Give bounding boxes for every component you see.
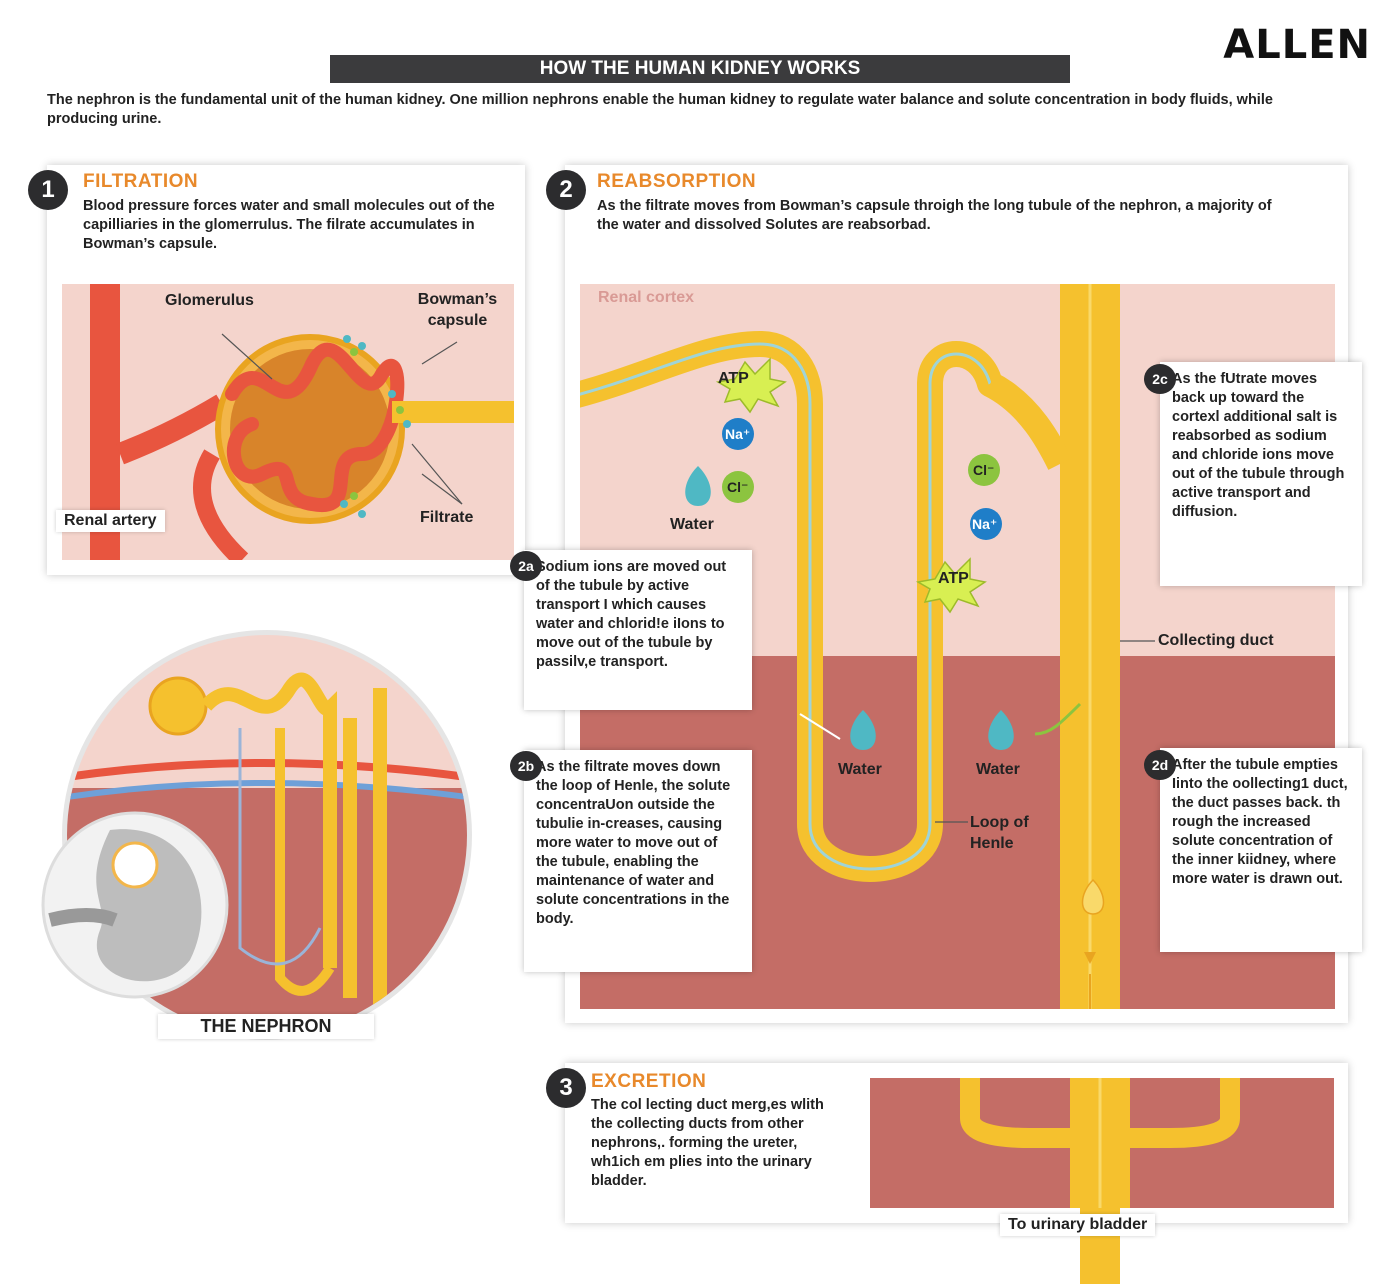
excretion-heading: EXCRETION — [591, 1071, 707, 1092]
tubule-flow-line — [580, 342, 992, 871]
glomerulus-capillaries — [225, 342, 405, 513]
section-number-3: 3 — [546, 1068, 586, 1108]
label-water-1: Water — [670, 516, 714, 533]
brand-logo: ALLEN — [1223, 22, 1371, 68]
callout-2b: As the filtrate moves down the loop of H… — [524, 750, 752, 972]
label-water-2: Water — [838, 761, 882, 778]
filtration-diagram — [62, 284, 514, 560]
callout-2c: As the fUtrate moves back up toward the … — [1160, 362, 1362, 586]
callout-tag-2a: 2a — [510, 551, 542, 581]
cl-ion-lower — [968, 454, 1000, 486]
callout-2d: After the tubule empties Iinto the oolle… — [1160, 748, 1362, 952]
afferent-arteriole — [116, 394, 228, 465]
label-to-urinary-bladder: To urinary bladder — [1000, 1214, 1156, 1236]
filtration-heading: FILTRATION — [83, 171, 199, 192]
label-filtrate: Filtrate — [420, 509, 474, 526]
na-label-upper: Na⁺ — [725, 426, 751, 442]
filtration-text: Blood pressure forces water and small mo… — [83, 198, 495, 252]
label-the-nephron: THE NEPHRON — [158, 1014, 374, 1039]
label-renal-artery: Renal artery — [56, 510, 165, 532]
kidney-cross-section — [41, 811, 229, 999]
callout-2d-text: After the tubule empties Iinto the oolle… — [1172, 757, 1348, 887]
atp-label-lower: ATP — [938, 570, 969, 587]
callout-2c-text: As the fUtrate moves back up toward the … — [1172, 371, 1345, 520]
atp-label-upper: ATP — [718, 370, 749, 387]
distal-tubule-join — [983, 372, 1072, 470]
intro-text: The nephron is the fundamental unit of t… — [47, 92, 1273, 127]
na-label-lower: Na⁺ — [972, 516, 998, 532]
reabsorption-heading: REABSORPTION — [597, 171, 757, 192]
label-collecting-duct: Collecting duct — [1158, 632, 1274, 649]
callout-2a-text: Sodium ions are moved out of the tubule … — [536, 559, 727, 670]
filtrate-particles — [340, 335, 411, 518]
excretion-diagram — [870, 1078, 1334, 1208]
water-drops — [685, 466, 1014, 750]
page-title: HOW THE HUMAN KIDNEY WORKS — [330, 55, 1070, 83]
atp-burst-lower — [915, 557, 987, 614]
label-loop-of-henle: Loop of Henle — [970, 814, 1029, 852]
callout-tag-2d: 2d — [1144, 750, 1176, 780]
callout-2a: Sodium ions are moved out of the tubule … — [524, 550, 752, 710]
atp-burst-upper — [715, 357, 787, 414]
na-ion-lower — [970, 508, 1002, 540]
section-number-2: 2 — [546, 170, 586, 210]
cl-label-upper: Cl⁻ — [727, 479, 749, 495]
reabsorption-text: As the filtrate moves from Bowman’s caps… — [597, 198, 1272, 233]
callout-tag-2b: 2b — [510, 751, 542, 781]
label-glomerulus: Glomerulus — [165, 292, 254, 309]
callout-2b-text: As the filtrate moves down the loop of H… — [536, 759, 731, 927]
efferent-arteriole — [193, 449, 249, 560]
cl-ion-upper — [722, 471, 754, 503]
label-renal-cortex: Renal cortex — [598, 289, 695, 306]
label-water-3: Water — [976, 761, 1020, 778]
callout-tag-2c: 2c — [1144, 364, 1176, 394]
section-number-1: 1 — [28, 170, 68, 210]
na-ion-upper — [722, 418, 754, 450]
excretion-text: The col lecting duct merg,es wlith the c… — [591, 1097, 824, 1189]
cl-label-lower: Cl⁻ — [973, 462, 995, 478]
label-bowmans-capsule: Bowman’s capsule — [417, 291, 498, 329]
